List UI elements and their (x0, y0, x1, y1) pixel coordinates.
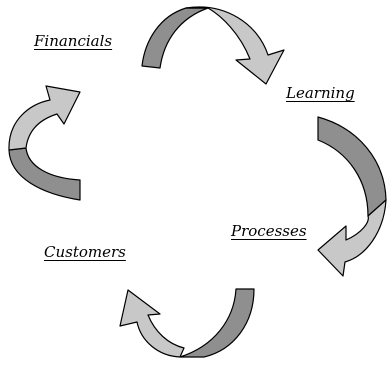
label-financials: Financials (34, 32, 113, 50)
arrow-bottom-dark-band (179, 288, 255, 358)
label-customers: Customers (44, 243, 126, 261)
label-learning: Learning (286, 84, 355, 102)
label-processes: Processes (231, 222, 307, 240)
arrow-processes-to-customers (119, 288, 255, 358)
arrow-learning-to-processes (317, 116, 387, 277)
arrow-right-light-band (317, 199, 387, 277)
arrow-left-light-band (8, 85, 81, 151)
arrow-customers-to-financials (8, 85, 81, 201)
arrow-top-light-band (185, 6, 285, 85)
arrow-financials-to-learning (141, 6, 285, 85)
arrow-left-dark-band (8, 147, 81, 201)
arrow-top-dark-band (141, 7, 209, 69)
arrow-bottom-light-band (119, 289, 185, 358)
arrow-right-dark-band (317, 116, 387, 217)
